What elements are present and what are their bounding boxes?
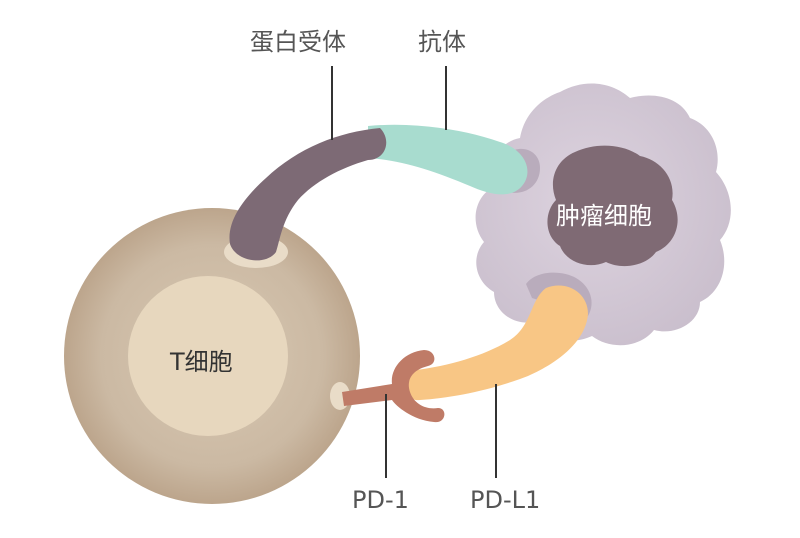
pdl1-shape <box>405 285 588 401</box>
tumor-cell-label: 肿瘤细胞 <box>556 202 652 230</box>
antibody-shape <box>368 124 528 195</box>
receptor-label: 蛋白受体 <box>250 28 346 56</box>
pd1-shape <box>342 350 445 423</box>
pd1-label: PD-1 <box>352 486 409 514</box>
antibody-label: 抗体 <box>418 28 466 56</box>
receptor-shape <box>229 128 387 261</box>
t-cell-inner <box>128 276 288 436</box>
pdl1-label: PD-L1 <box>470 486 541 514</box>
t-cell-label: T细胞 <box>170 348 233 376</box>
tumor-cell-nucleus <box>547 145 678 267</box>
